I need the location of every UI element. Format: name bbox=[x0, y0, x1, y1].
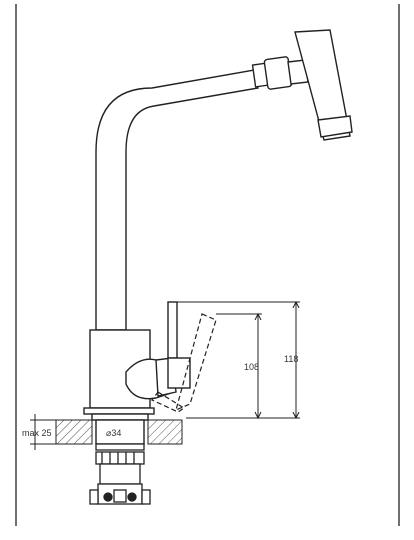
faucet-spout bbox=[95, 69, 259, 331]
mounting-shank bbox=[91, 413, 149, 445]
label-mount-thickness: max 25 bbox=[22, 428, 52, 438]
label-height-108: 108 bbox=[244, 362, 259, 372]
spray-head bbox=[294, 29, 353, 141]
label-hole-diameter: ⌀34 bbox=[106, 428, 121, 438]
fastening-assembly bbox=[89, 443, 151, 505]
lever-handle bbox=[125, 301, 191, 400]
mount-thickness-dimension bbox=[30, 414, 56, 450]
spout-joint bbox=[251, 56, 309, 90]
page-frame bbox=[15, 4, 400, 526]
label-height-118: 118 bbox=[284, 354, 298, 364]
lever-open-position bbox=[151, 313, 217, 413]
height-dimension-lines bbox=[177, 300, 300, 420]
countertop-section bbox=[55, 419, 183, 445]
